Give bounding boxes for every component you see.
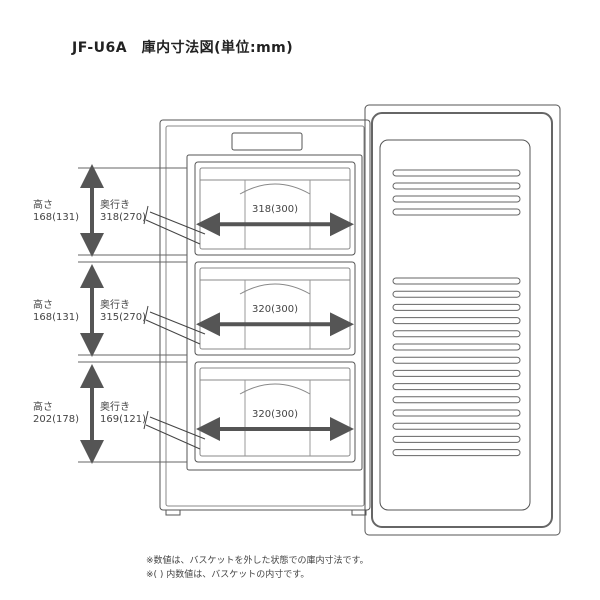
- door-ridge: [392, 435, 521, 443]
- foot: [351, 509, 367, 516]
- door-ridge: [392, 356, 521, 364]
- footnote: ※( ) 内数値は、バスケットの内寸です。: [146, 570, 310, 580]
- door-ridge: [392, 396, 521, 404]
- depth-value: 318(270): [100, 212, 146, 223]
- door-ridge: [392, 277, 521, 285]
- door-ridge: [392, 195, 521, 203]
- height-label: 高さ: [33, 402, 53, 413]
- freezer-body: [159, 119, 371, 511]
- door-ridge: [392, 409, 521, 417]
- depth-label: 奥行き: [100, 300, 130, 311]
- door: [364, 104, 561, 536]
- door-ridge: [392, 330, 521, 338]
- door-ridge: [392, 369, 521, 377]
- depth-label: 奥行き: [100, 402, 130, 413]
- height-label: 高さ: [33, 300, 53, 311]
- width-value: 320(300): [251, 409, 299, 420]
- drawer: [194, 361, 356, 463]
- depth-label: 奥行き: [100, 200, 130, 211]
- door-ridge: [392, 303, 521, 311]
- height-value: 202(178): [33, 414, 79, 425]
- door-ridge: [392, 290, 521, 298]
- drawer: [194, 261, 356, 356]
- height-value: 168(131): [33, 312, 79, 323]
- control-panel: [231, 132, 303, 151]
- width-value: 320(300): [251, 304, 299, 316]
- door-ridge: [392, 449, 521, 457]
- footnote: ※数値は、バスケットを外した状態での庫内寸法です。: [146, 556, 369, 566]
- door-ridge: [392, 169, 521, 177]
- door-ridge: [392, 422, 521, 430]
- depth-value: 315(270): [100, 312, 146, 323]
- door-ridge: [392, 343, 521, 351]
- door-gasket: [371, 112, 553, 528]
- height-label: 高さ: [33, 200, 53, 211]
- door-ridge: [392, 383, 521, 391]
- door-panel: [379, 139, 531, 511]
- depth-value: 169(121): [100, 414, 146, 425]
- diagram-title: JF-U6A 庫内寸法図(単位:mm): [72, 40, 294, 56]
- interior: [186, 154, 363, 471]
- door-ridge: [392, 317, 521, 325]
- foot: [165, 509, 181, 516]
- door-ridge: [392, 208, 521, 216]
- height-value: 168(131): [33, 212, 79, 223]
- width-value: 318(300): [251, 204, 299, 216]
- door-ridge: [392, 182, 521, 190]
- drawer: [194, 161, 356, 256]
